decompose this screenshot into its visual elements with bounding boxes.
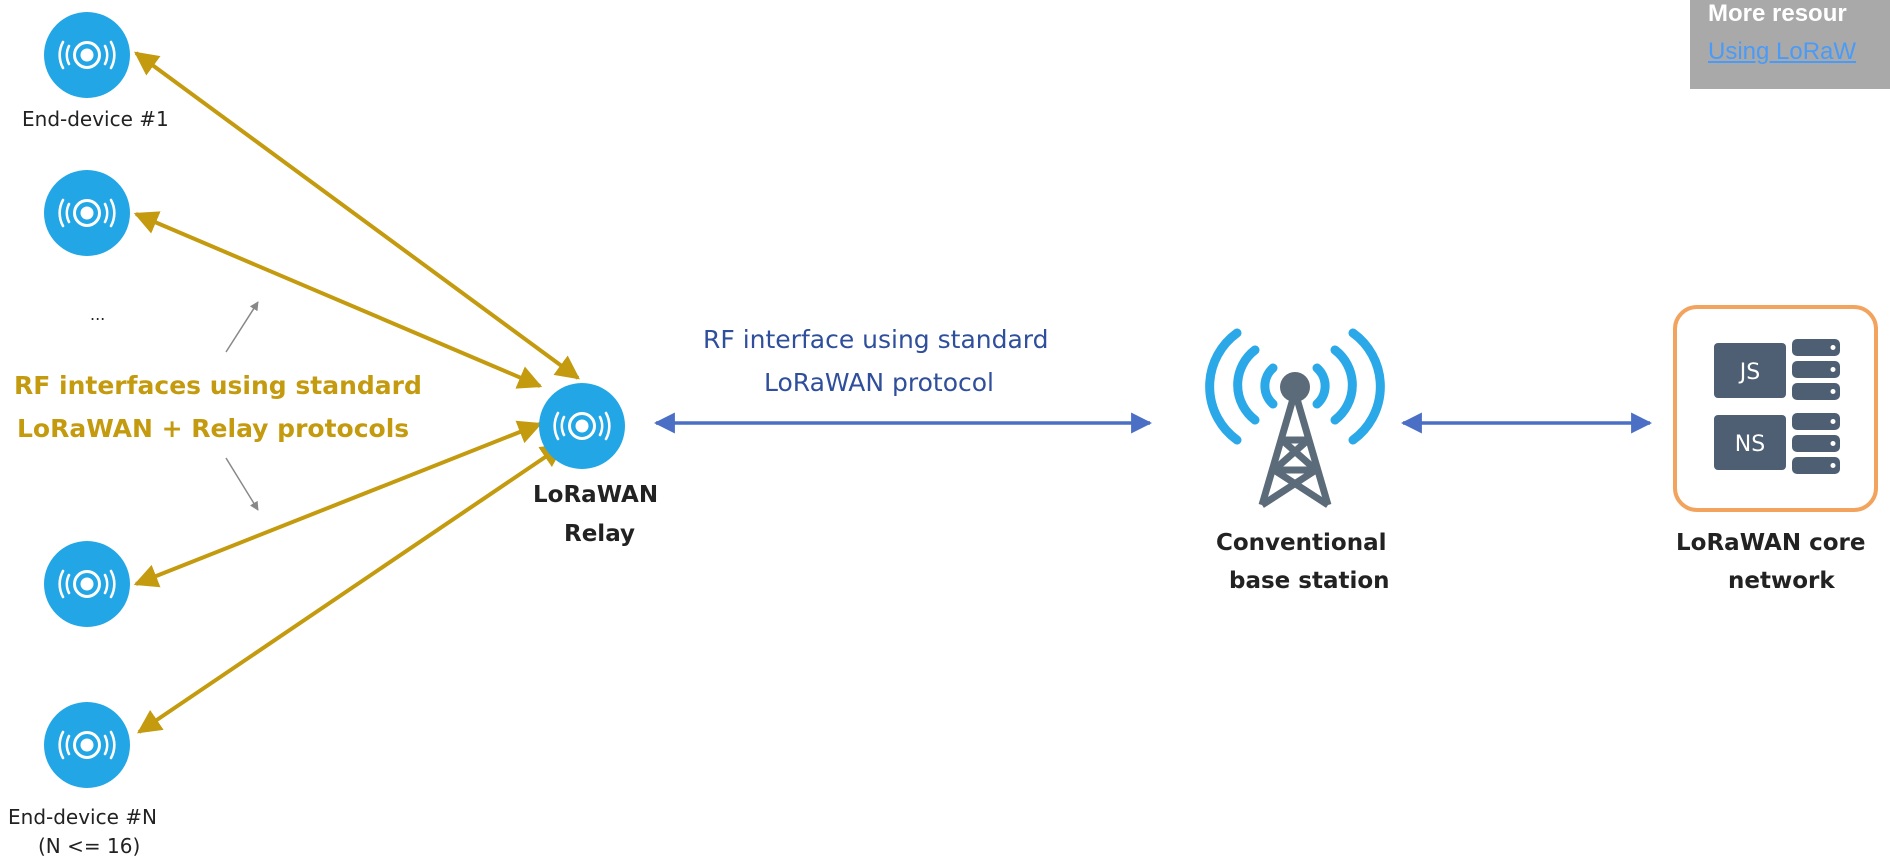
relay-label-line1: LoRaWAN	[533, 482, 659, 508]
core-network-box	[1673, 305, 1878, 512]
ns-server-label: NS	[1735, 432, 1765, 457]
base-station-label-line1: Conventional	[1216, 530, 1387, 556]
more-resources-title: More resour	[1708, 0, 1847, 27]
caption-arrow-up	[225, 301, 259, 353]
end-device-n-label: End-device #N	[8, 805, 157, 829]
caption-arrow-down	[225, 457, 259, 511]
link-device-1-to-relay	[134, 51, 580, 380]
link-device-2-to-relay	[133, 211, 543, 389]
link-device-n-to-relay	[137, 443, 565, 734]
core-network-label-line1: LoRaWAN core	[1676, 530, 1866, 556]
js-server-label: JS	[1738, 360, 1760, 385]
resources-link[interactable]: Using LoRaW	[1708, 38, 1857, 65]
cell-tower-icon	[1205, 328, 1385, 508]
relay-interfaces-caption-line1: RF interfaces using standard	[14, 371, 422, 400]
relay-icon	[537, 381, 627, 471]
ellipsis: ...	[90, 305, 106, 324]
base-station-label-line2: base station	[1229, 568, 1390, 594]
rf-interface-caption-line2: LoRaWAN protocol	[764, 368, 995, 397]
rf-interface-caption-line1: RF interface using standard	[703, 325, 1049, 354]
js-server-icon: JS	[1714, 339, 1840, 400]
relay-interfaces-caption-line2: LoRaWAN + Relay protocols	[17, 414, 410, 443]
core-network-label-line2: network	[1728, 568, 1835, 594]
end-device-n-count: (N <= 16)	[38, 834, 141, 858]
more-resources-panel: More resour Using LoRaW	[1690, 0, 1890, 89]
end-device-1-label: End-device #1	[22, 107, 169, 131]
end-device-1-icon	[42, 10, 132, 100]
ns-server-icon: NS	[1714, 413, 1840, 474]
relay-label-line2: Relay	[564, 521, 635, 547]
end-device-3-icon	[42, 539, 132, 629]
end-device-n-icon	[42, 700, 132, 790]
end-device-2-icon	[42, 168, 132, 258]
